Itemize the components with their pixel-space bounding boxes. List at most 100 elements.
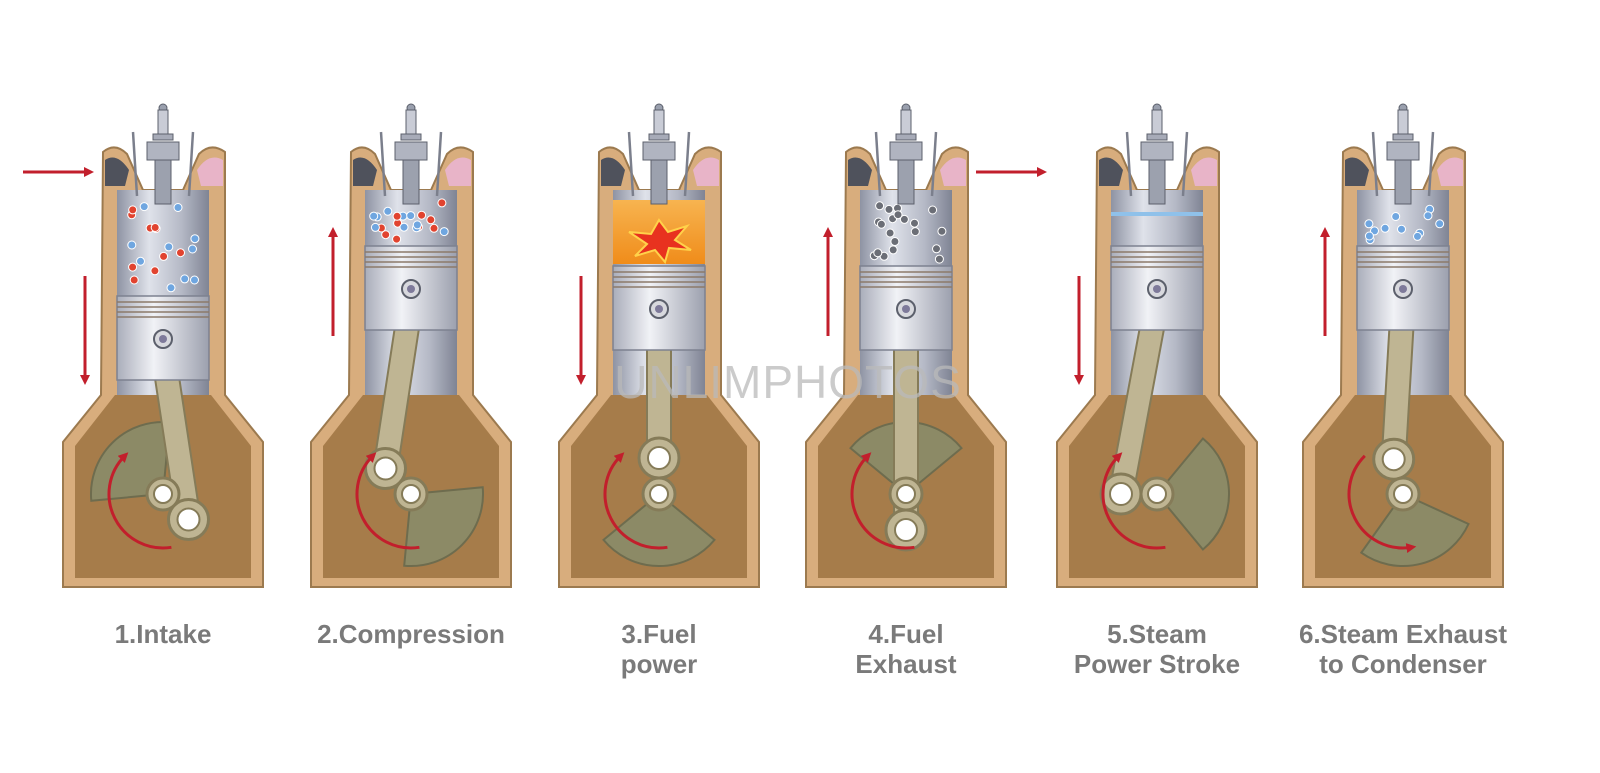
intake-valve — [131, 131, 139, 197]
gas-particle — [128, 262, 138, 272]
gas-particle — [369, 211, 379, 221]
wrist-pin-center — [655, 305, 663, 313]
gas-particle — [937, 226, 947, 236]
combustion-chamber — [869, 201, 947, 264]
gas-particle — [884, 204, 894, 214]
exhaust-valve — [930, 131, 938, 197]
gas-particle — [1391, 212, 1401, 221]
intake-port — [848, 157, 872, 186]
intake-port — [1345, 157, 1369, 186]
steam-film — [1111, 212, 1203, 216]
intake-valve — [874, 131, 882, 197]
stage-label-4-line-2: Exhaust — [855, 649, 956, 679]
gas-particle — [1413, 231, 1422, 241]
gas-particle — [370, 222, 380, 232]
intake-valve — [1371, 131, 1379, 197]
gas-particle — [159, 251, 169, 261]
curved-arrow-icon — [355, 452, 420, 550]
gas-particle — [164, 242, 174, 252]
combustion-chamber — [1111, 212, 1203, 216]
gas-particle — [128, 205, 138, 215]
stage-label-3-line-1: 3.Fuel — [621, 619, 696, 649]
crank-pin — [894, 518, 918, 542]
spark-plug-hex — [1386, 141, 1420, 161]
spark-plug-thread — [402, 159, 420, 205]
stage-label-5-line-1: 5.Steam — [1107, 619, 1207, 649]
gas-particle — [873, 248, 883, 258]
spark-plug-rib — [400, 133, 422, 141]
combustion-chamber — [369, 198, 449, 244]
stage-label-1-line-1: 1.Intake — [115, 619, 212, 649]
stage-3 — [558, 103, 760, 588]
spark-plug-hex — [394, 141, 428, 161]
gas-particle — [127, 240, 137, 250]
spark-plug-icon — [1386, 103, 1420, 205]
wrist-pin-center — [407, 285, 415, 293]
stage-label-3-line-2: power — [621, 649, 698, 679]
gas-particle — [129, 275, 139, 285]
stage-5 — [1056, 103, 1258, 588]
watermark: UNLIMPHOTOS — [614, 356, 962, 408]
intake-port — [353, 157, 377, 186]
gas-particle — [173, 203, 183, 212]
spark-plug-icon — [394, 103, 428, 205]
spark-plug-insulator — [900, 109, 912, 135]
spark-plug-insulator — [1397, 109, 1409, 135]
gas-particle — [934, 254, 944, 264]
piston — [859, 265, 953, 351]
spark-plug-rib — [1392, 133, 1414, 141]
crankshaft — [153, 484, 173, 504]
stage-label-6-line-1: 6.Steam Exhaust — [1299, 619, 1507, 649]
piston — [1356, 245, 1450, 331]
curved-arrow-icon — [1347, 454, 1417, 554]
gas-particle — [928, 205, 938, 215]
piston — [364, 245, 458, 331]
gas-particle — [392, 234, 402, 244]
gas-particle — [1435, 219, 1445, 229]
gas-particle — [190, 234, 200, 244]
gas-particle — [139, 202, 149, 212]
exhaust-port — [693, 157, 719, 186]
crankshaft — [1147, 484, 1167, 504]
exhaust-port — [940, 157, 966, 186]
intake-valve — [379, 131, 387, 197]
crank-pin — [373, 456, 398, 481]
piston — [116, 295, 210, 381]
stage-label-2-line-1: 2.Compression — [317, 619, 505, 649]
crank-pin — [647, 446, 671, 470]
exhaust-valve — [683, 131, 691, 197]
intake-port — [1099, 157, 1123, 186]
crank-counterweight — [403, 486, 485, 568]
gas-particle — [383, 206, 393, 216]
gas-particle — [188, 244, 197, 254]
spark-plug-insulator — [653, 109, 665, 135]
gas-particle — [136, 256, 145, 266]
exhaust-valve — [435, 131, 443, 197]
exhaust-port — [445, 157, 471, 186]
gas-particle — [1380, 223, 1390, 233]
spark-plug-thread — [1148, 159, 1166, 205]
intake-port — [601, 157, 625, 186]
spark-plug-thread — [1394, 159, 1412, 205]
spark-plug-thread — [897, 159, 915, 205]
crank-counterweight — [602, 492, 716, 568]
spark-plug-icon — [146, 103, 180, 205]
spark-plug-thread — [154, 159, 172, 205]
gas-particle — [417, 210, 427, 220]
stage-label-5-line-2: Power Stroke — [1074, 649, 1240, 679]
gas-particle — [150, 223, 160, 232]
crank-pin — [176, 507, 201, 532]
spark-plug-rib — [152, 133, 174, 141]
spark-plug-rib — [1146, 133, 1168, 141]
piston — [1110, 245, 1204, 331]
spark-plug-hex — [146, 141, 180, 161]
gas-particle — [412, 220, 422, 230]
gas-particle — [910, 227, 920, 237]
gas-particle — [932, 244, 941, 254]
gas-particle — [893, 210, 903, 220]
combustion-chamber — [613, 200, 705, 265]
gas-particle — [429, 223, 439, 233]
crankshaft — [896, 484, 916, 504]
